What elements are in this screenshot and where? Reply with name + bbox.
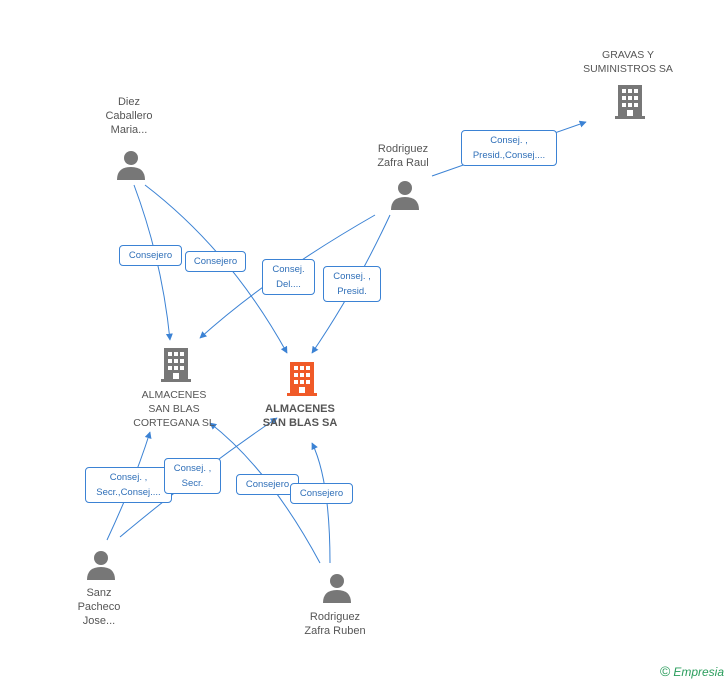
sanz-label[interactable]: Sanz Pacheco Jose... bbox=[78, 586, 121, 628]
sanblas-label-line-1: ALMACENES bbox=[265, 403, 335, 415]
role-line: Secr.,Consej.... bbox=[96, 487, 161, 498]
cortegana-label[interactable]: ALMACENES SAN BLAS CORTEGANA SL bbox=[133, 388, 215, 430]
person-icon[interactable] bbox=[116, 150, 146, 180]
role-ruben-sanblas[interactable]: Consejero bbox=[290, 483, 353, 504]
role-line: Consej. bbox=[272, 264, 305, 275]
role-diez-cortegana[interactable]: Consejero bbox=[119, 245, 182, 266]
building-icon[interactable] bbox=[615, 85, 645, 119]
role-line: Presid.,Consej.... bbox=[472, 150, 546, 161]
cortegana-label-line-2: SAN BLAS bbox=[148, 403, 200, 415]
diez-label-line-2: Caballero bbox=[105, 110, 153, 122]
gravas-label[interactable]: GRAVAS Y SUMINISTROS SA bbox=[583, 48, 673, 76]
raul-label-line-2: Zafra Raul bbox=[377, 157, 429, 169]
cortegana-label-line-3: CORTEGANA SL bbox=[133, 417, 215, 429]
sanblas-label[interactable]: ALMACENES SAN BLAS SA bbox=[263, 402, 338, 430]
role-line: Consej. , bbox=[109, 472, 148, 483]
sanz-label-line-2: Pacheco bbox=[77, 601, 121, 613]
diez-label-line-3: Maria... bbox=[110, 124, 148, 136]
role-sanz-sanblas[interactable]: Consej. , Secr. bbox=[164, 458, 221, 494]
person-icon[interactable] bbox=[322, 573, 352, 603]
role-line: Consej. , bbox=[490, 135, 528, 146]
sanz-label-line-3: Jose... bbox=[82, 615, 116, 627]
role-line: Del.... bbox=[276, 279, 301, 290]
role-line: Consejero bbox=[193, 256, 238, 267]
role-line: Presid. bbox=[337, 286, 367, 297]
role-line: Consejero bbox=[245, 479, 290, 490]
role-raul-cortegana[interactable]: Consej. Del.... bbox=[262, 259, 315, 295]
gravas-label-line-1: GRAVAS Y bbox=[602, 49, 654, 61]
role-line: Secr. bbox=[181, 478, 204, 489]
building-icon[interactable] bbox=[287, 362, 317, 396]
diez-label-line-1: Diez bbox=[117, 96, 140, 108]
role-diez-sanblas[interactable]: Consejero bbox=[185, 251, 246, 272]
sanblas-label-line-2: SAN BLAS SA bbox=[262, 417, 338, 429]
gravas-label-line-2: SUMINISTROS SA bbox=[583, 63, 673, 75]
person-icon[interactable] bbox=[390, 180, 420, 210]
role-raul-gravas[interactable]: Consej. , Presid.,Consej.... bbox=[461, 130, 557, 166]
brand-name: Empresia bbox=[673, 665, 724, 679]
role-line: Consejero bbox=[299, 488, 344, 499]
role-sanz-cortegana[interactable]: Consej. , Secr.,Consej.... bbox=[85, 467, 172, 503]
role-line: Consejero bbox=[128, 250, 173, 261]
ruben-label[interactable]: Rodriguez Zafra Ruben bbox=[304, 610, 365, 638]
building-icon[interactable] bbox=[161, 348, 191, 382]
ruben-label-line-2: Zafra Ruben bbox=[304, 625, 366, 637]
sanz-label-line-1: Sanz bbox=[86, 587, 112, 599]
ruben-label-line-1: Rodriguez bbox=[309, 611, 361, 623]
role-line: Consej. , bbox=[333, 271, 371, 282]
diez-label[interactable]: Diez Caballero Maria... bbox=[105, 95, 152, 137]
copyright-symbol: © bbox=[659, 663, 671, 679]
raul-label[interactable]: Rodriguez Zafra Raul bbox=[377, 142, 428, 170]
person-icon[interactable] bbox=[86, 550, 116, 580]
role-line: Consej. , bbox=[173, 463, 212, 474]
raul-label-line-1: Rodriguez bbox=[377, 143, 429, 155]
cortegana-label-line-1: ALMACENES bbox=[141, 389, 207, 401]
role-raul-sanblas[interactable]: Consej. , Presid. bbox=[323, 266, 381, 302]
empresia-logo[interactable]: ©Empresia bbox=[660, 663, 724, 679]
